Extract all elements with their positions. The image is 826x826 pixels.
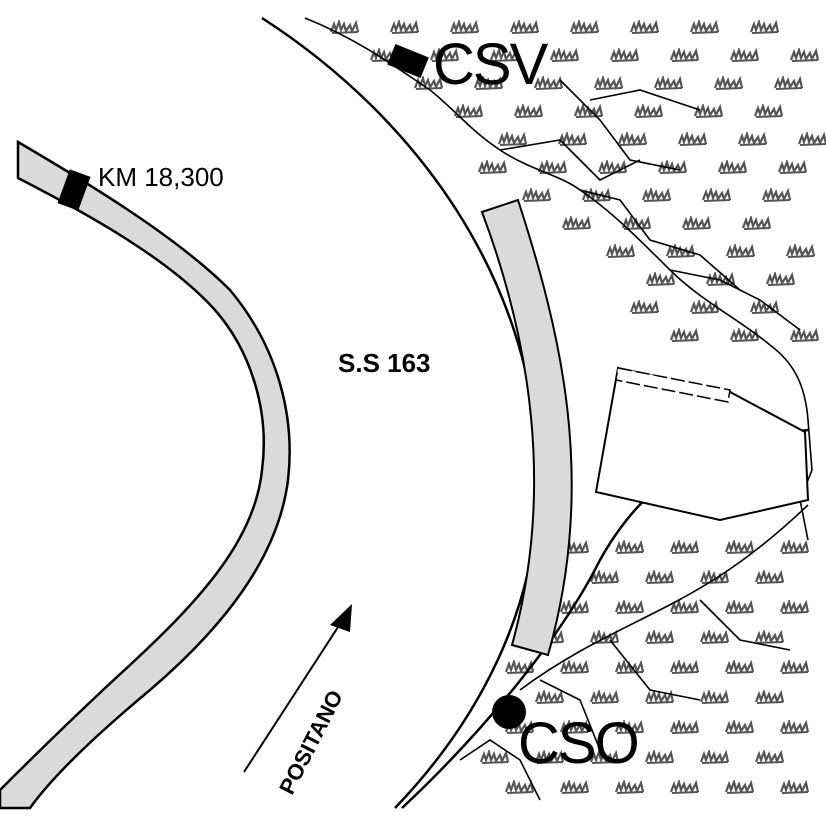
grass-tuft-icon [590, 570, 620, 584]
grass-tuft-icon [562, 216, 592, 230]
csv-label: CSV [433, 32, 549, 97]
grass-tuft-icon [755, 570, 785, 584]
road-island [480, 198, 573, 657]
grass-tuft-icon [630, 20, 660, 34]
grass-tuft-icon [755, 750, 785, 764]
km-label: KM 18,300 [98, 162, 224, 192]
grass-tuft-icon [738, 132, 768, 146]
grass-tuft-icon [780, 660, 810, 674]
grass-tuft-icon [670, 540, 700, 554]
direction-arrow-icon [243, 604, 352, 773]
structure [594, 366, 810, 522]
grass-tuft-icon [778, 160, 808, 174]
grass-tuft-icon [598, 160, 628, 174]
direction-label: POSITANO [274, 686, 348, 798]
grass-tuft-icon [725, 600, 755, 614]
grass-tuft-icon [725, 540, 755, 554]
grass-tuft-icon [645, 570, 675, 584]
grass-tuft-icon [514, 104, 544, 118]
grass-tuft-icon [700, 690, 730, 704]
grass-tuft-icon [615, 540, 645, 554]
grass-tuft-icon [780, 780, 810, 794]
grass-tuft-icon [726, 244, 756, 258]
grass-tuft-icon [560, 780, 590, 794]
grass-tuft-icon [690, 300, 720, 314]
grass-tuft-icon [618, 132, 648, 146]
grass-tuft-icon [780, 720, 810, 734]
side-road [0, 139, 291, 810]
grass-tuft-icon [714, 76, 744, 90]
grass-tuft-icon [570, 20, 600, 34]
grass-tuft-icon [670, 600, 700, 614]
grass-tuft-icon [478, 160, 508, 174]
grass-tuft-icon [670, 780, 700, 794]
terrain-lines [304, 17, 813, 801]
grass-tuft-icon [694, 104, 724, 118]
grass-tuft-icon [630, 300, 660, 314]
grass-tuft-icon [700, 630, 730, 644]
grass-tuft-icon [535, 690, 565, 704]
grass-tuft-icon [725, 660, 755, 674]
grass-tuft-icon [682, 216, 712, 230]
grass-tuft-icon [780, 600, 810, 614]
grass-tuft-icon [742, 216, 772, 230]
grass-tuft-icon [730, 48, 760, 62]
grass-tuft-icon [658, 160, 688, 174]
grass-tuft-icon [594, 76, 624, 90]
grass-tuft-icon [634, 104, 664, 118]
grass-tuft-icon [670, 48, 700, 62]
grass-tuft-icon [480, 750, 510, 764]
grass-tuft-icon [730, 328, 760, 342]
grass-tuft-icon [646, 272, 676, 286]
grass-tuft-icon [654, 76, 684, 90]
grass-tuft-icon [754, 104, 784, 118]
grass-tuft-icon [786, 244, 816, 258]
grass-tuft-icon [590, 690, 620, 704]
grass-tuft-icon [606, 244, 636, 258]
grass-tuft-icon [750, 20, 780, 34]
grass-tuft-icon [670, 660, 700, 674]
grass-tuft-icon [522, 188, 552, 202]
grass-tuft-icon [550, 48, 580, 62]
grass-tuft-icon [690, 20, 720, 34]
grass-tuft-icon [390, 20, 420, 34]
grass-tuft-icon [790, 328, 820, 342]
grass-tuft-icon [766, 272, 796, 286]
grass-tuft-icon [798, 132, 826, 146]
grass-tuft-icon [678, 132, 708, 146]
grass-tuft-icon [560, 660, 590, 674]
csv-marker-icon [387, 44, 429, 78]
grass-tuft-icon [498, 132, 528, 146]
grass-tuft-icon [755, 630, 785, 644]
grass-tuft-icon [725, 780, 755, 794]
grass-tuft-icon [645, 630, 675, 644]
grass-tuft-icon [700, 750, 730, 764]
grass-tuft-icon [670, 328, 700, 342]
grass-tuft-icon [645, 750, 675, 764]
grass-tuft-icon [755, 690, 785, 704]
grass-tuft-icon [670, 720, 700, 734]
grass-tuft-icon [642, 188, 672, 202]
km-marker-icon [57, 169, 91, 211]
grass-tuft-icon [615, 600, 645, 614]
grass-tuft-icon [790, 48, 820, 62]
road-label: S.S 163 [338, 348, 431, 378]
cso-marker-icon [492, 695, 526, 729]
grass-tuft-icon [702, 188, 732, 202]
grass-tuft-icon [725, 720, 755, 734]
grass-tuft-icon [505, 780, 535, 794]
grass-tuft-icon [615, 780, 645, 794]
grass-tuft-icon [718, 160, 748, 174]
grass-tuft-icon [762, 188, 792, 202]
grass-tuft-icon [610, 48, 640, 62]
grass-tuft-icon [780, 540, 810, 554]
grass-tuft-icon [774, 76, 804, 90]
cso-label: CSO [518, 711, 638, 776]
